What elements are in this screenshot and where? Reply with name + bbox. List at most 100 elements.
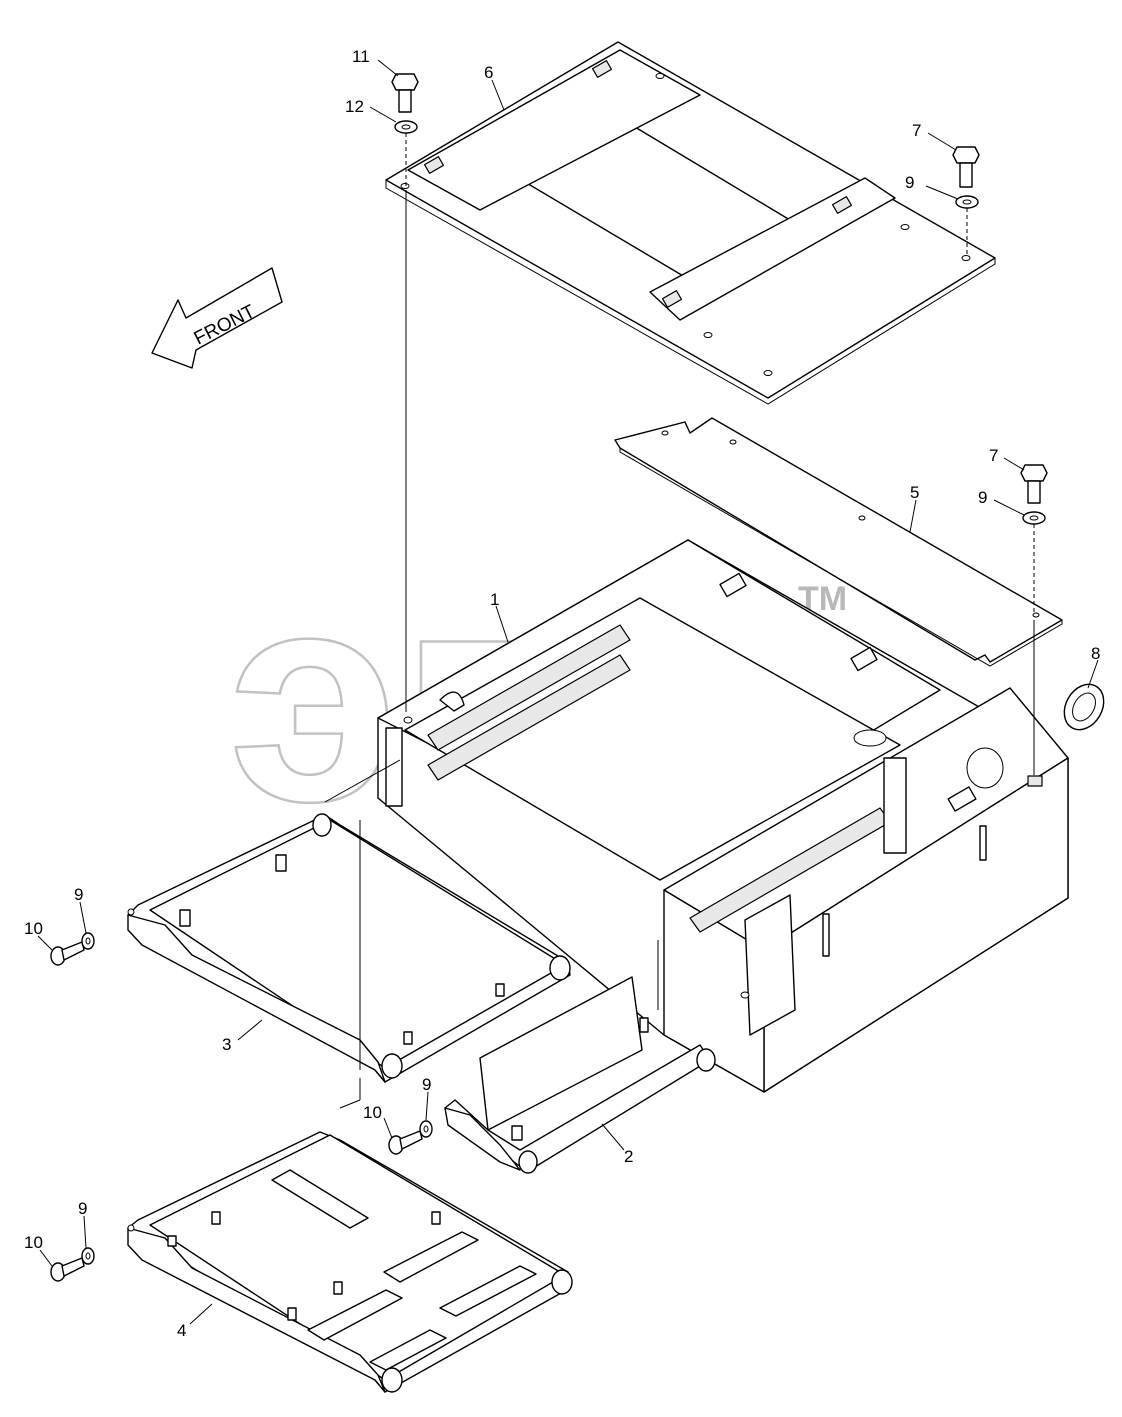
washer-9-hole xyxy=(85,937,91,945)
bolt-7-lower xyxy=(1020,464,1048,504)
part-4-pad xyxy=(383,1231,479,1283)
washer-9-hole xyxy=(423,1125,429,1133)
alignment-lines xyxy=(324,133,1035,1109)
part-1-post xyxy=(385,727,403,807)
part-2-back-plate xyxy=(479,976,643,1131)
callout-labels: 11 6 12 7 9 7 5 9 1 8 9 10 3 9 10 2 9 10… xyxy=(24,47,1100,1340)
leader-9d xyxy=(425,1091,429,1121)
part-4-roller xyxy=(551,1269,573,1295)
washer-9-hole xyxy=(1029,515,1039,521)
part-8-hole xyxy=(1072,692,1096,722)
part-3-pin xyxy=(179,909,191,927)
part-1-clip xyxy=(850,646,878,672)
part-6-nut-1 xyxy=(591,60,613,78)
bolt-7-shank xyxy=(1027,480,1041,504)
part-1-side-hole xyxy=(966,747,1004,789)
part-1-round-hole xyxy=(853,729,887,747)
washer-9-left-lower xyxy=(81,1247,95,1265)
leader-9c xyxy=(79,901,87,934)
bolt-11 xyxy=(391,73,419,113)
bolt-10-middle xyxy=(388,1130,423,1155)
part-3-pin xyxy=(403,1031,413,1045)
leader-2 xyxy=(601,1123,625,1151)
bolt-10-lower xyxy=(50,1257,85,1282)
callout-label: 7 xyxy=(912,121,921,140)
part-4-roller xyxy=(381,1367,403,1393)
washer-9-mid xyxy=(1022,511,1046,525)
part-1-hole xyxy=(403,716,413,724)
bolt-7-upper xyxy=(952,146,980,188)
part-6-edge xyxy=(385,180,996,405)
bolt-10-shank xyxy=(399,1130,423,1150)
bolt-11-head xyxy=(391,73,419,91)
leader-7b xyxy=(1003,457,1025,471)
part-3-pin xyxy=(275,854,287,872)
leader-5 xyxy=(909,499,917,533)
callout-label: 9 xyxy=(78,1199,87,1218)
callout-label: 9 xyxy=(74,885,83,904)
callout-label: 2 xyxy=(624,1147,633,1166)
part-8-grommet xyxy=(1063,683,1105,731)
part-2-pin xyxy=(639,1017,649,1033)
part-5-hole xyxy=(1032,612,1040,618)
callout-label: 5 xyxy=(910,483,919,502)
part-6-hole xyxy=(655,73,665,79)
callout-label: 10 xyxy=(24,919,43,938)
washer-9-middle xyxy=(419,1120,433,1138)
front-arrow: FRONT xyxy=(151,267,283,369)
part-2-drawer xyxy=(444,976,716,1174)
part-5-edge xyxy=(619,448,1063,667)
bolt-7-shank xyxy=(959,162,973,188)
part-6-nut-4 xyxy=(661,290,683,308)
callout-label: 9 xyxy=(978,488,987,507)
leader-9a xyxy=(925,185,959,200)
leader-10b xyxy=(383,1117,393,1139)
callout-label: 1 xyxy=(490,590,499,609)
leader-lines xyxy=(37,59,1099,1325)
part-1-clip xyxy=(947,786,977,812)
leader-3 xyxy=(237,1019,263,1041)
part-1-nut xyxy=(1027,775,1043,787)
part-5-plate xyxy=(614,417,1063,663)
washer-12-hole xyxy=(401,124,411,130)
part-3-hole xyxy=(127,908,135,916)
part-3-tray xyxy=(127,813,571,1083)
front-arrow-shape xyxy=(151,267,283,369)
part-1-clip xyxy=(719,572,747,598)
part-4-pad xyxy=(307,1289,403,1341)
leader-10c xyxy=(39,1249,53,1267)
washer-9-hole xyxy=(962,199,972,205)
part-2-roller xyxy=(518,1150,538,1174)
part-4-hole xyxy=(127,1224,135,1232)
callout-label: 6 xyxy=(484,63,493,82)
alignment-line xyxy=(324,759,401,803)
bolt-7-head xyxy=(952,146,980,164)
callout-label: 7 xyxy=(989,446,998,465)
alignment-line xyxy=(339,1099,361,1109)
part-1-inner-floor xyxy=(404,597,901,881)
part-4-pad xyxy=(439,1265,537,1317)
part-3-roller xyxy=(312,813,332,837)
part-6-hole xyxy=(763,370,773,376)
part-6-top-cover xyxy=(385,41,996,405)
callout-label: 3 xyxy=(222,1035,231,1054)
part-4-tray xyxy=(127,1131,573,1393)
part-1-tab xyxy=(439,691,465,712)
leader-4 xyxy=(189,1303,213,1325)
part-6-hole xyxy=(961,255,971,261)
part-4-pin xyxy=(431,1211,441,1225)
part-1-hook xyxy=(744,894,796,1036)
callout-label: 10 xyxy=(363,1103,382,1122)
bolt-10-shank xyxy=(61,941,85,961)
part-4-side-flange xyxy=(127,1227,386,1393)
leader-1 xyxy=(495,605,509,643)
part-6-cross-bar-front xyxy=(649,177,896,321)
part-5-strip-plate xyxy=(614,417,1063,667)
bolt-10-upper xyxy=(50,941,85,966)
part-3-roller xyxy=(549,955,571,981)
leader-6 xyxy=(491,79,505,111)
part-1-main-frame xyxy=(377,539,1069,1093)
part-5-hole xyxy=(729,439,737,445)
callout-label: 9 xyxy=(422,1075,431,1094)
